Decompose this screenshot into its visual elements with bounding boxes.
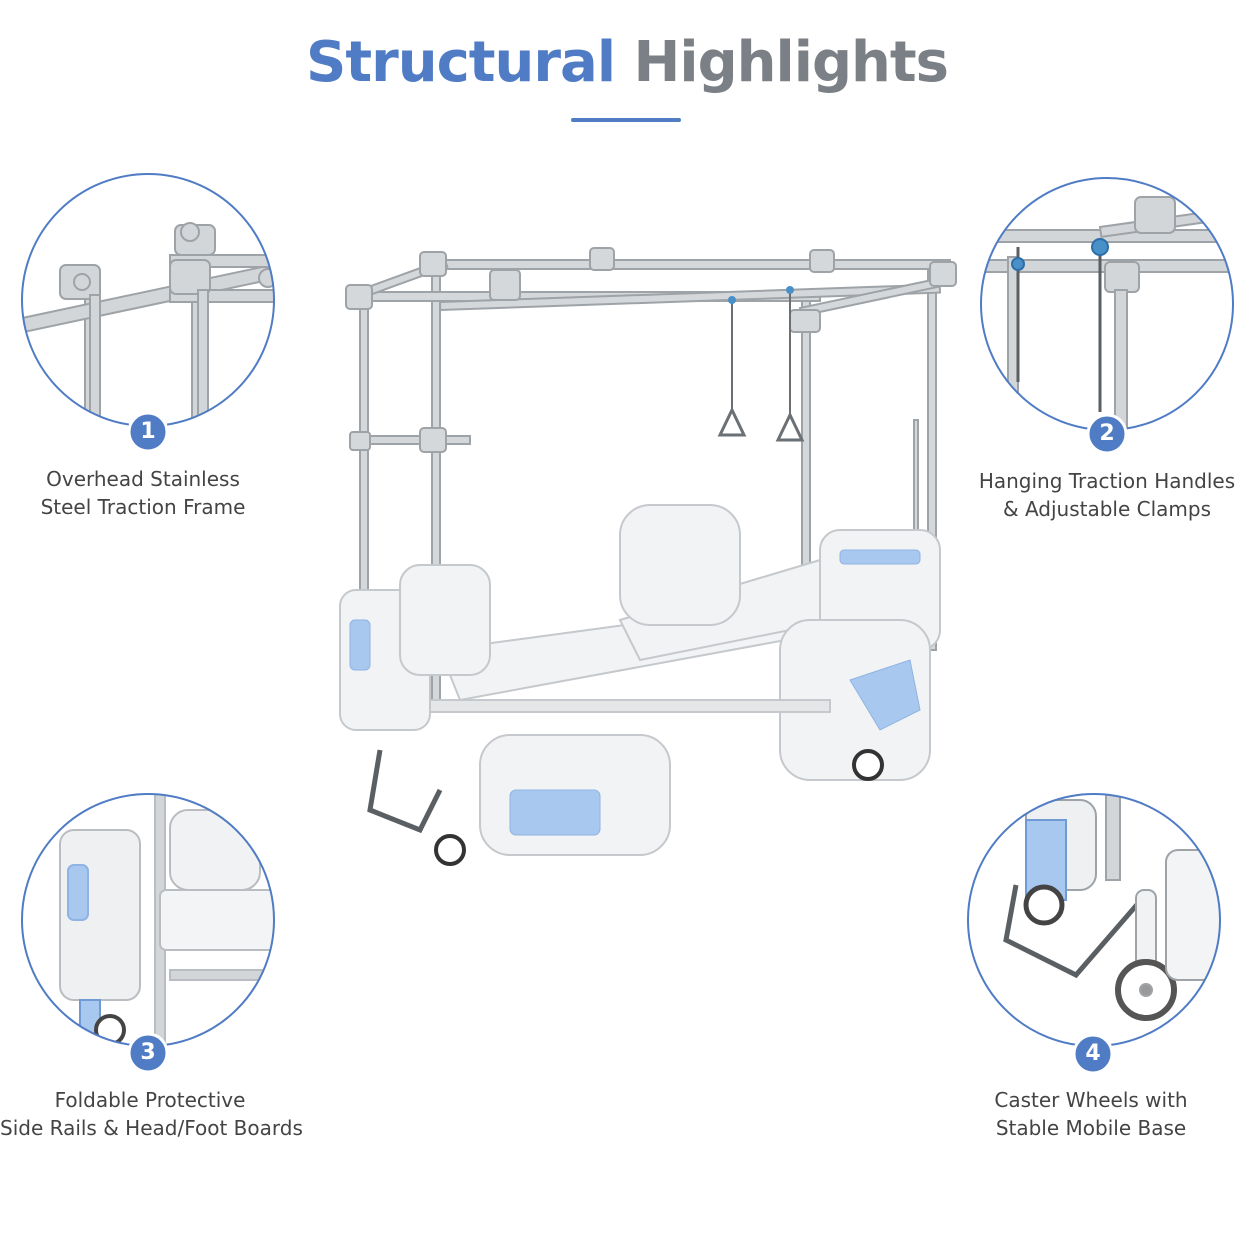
feature-3-line-1: Foldable Protective	[54, 1088, 246, 1112]
feature-callout-4: 4	[966, 790, 1226, 1080]
traction-handles-detail-image	[980, 177, 1234, 455]
side-rails-detail-image	[21, 793, 275, 1074]
feature-callout-3: 3	[20, 790, 280, 1080]
badge-number-4: 4	[1085, 1041, 1101, 1066]
badge-number-3: 3	[140, 1040, 156, 1065]
feature-caption-1: Overhead Stainless Steel Traction Frame	[0, 465, 286, 521]
title-part-2: Highlights	[633, 30, 949, 95]
badge-1	[127, 411, 169, 453]
traction-bed-main-image	[339, 247, 957, 866]
overhead-frame-detail-image	[21, 173, 275, 453]
feature-caption-4: Caster Wheels with Stable Mobile Base	[966, 1086, 1216, 1142]
feature-2-line-2: & Adjustable Clamps	[1002, 497, 1212, 521]
feature-4-line-1: Caster Wheels with	[994, 1088, 1188, 1112]
feature-2-line-1: Hanging Traction Handles	[978, 469, 1236, 493]
badge-3	[127, 1032, 169, 1074]
feature-1-line-2: Steel Traction Frame	[40, 495, 246, 519]
caster-wheels-detail-image	[967, 793, 1221, 1075]
feature-1-line-1: Overhead Stainless	[46, 467, 240, 491]
feature-4-line-2: Stable Mobile Base	[995, 1116, 1187, 1140]
feature-caption-3: Foldable Protective Side Rails & Head/Fo…	[0, 1086, 303, 1142]
badge-number-2: 2	[1099, 421, 1115, 446]
feature-callout-1: 1	[20, 170, 280, 460]
badge-2	[1086, 413, 1128, 455]
badge-number-1: 1	[140, 419, 156, 444]
title-underline	[571, 118, 681, 122]
feature-3-line-2: Side Rails & Head/Foot Boards	[0, 1116, 303, 1140]
feature-caption-2: Hanging Traction Handles & Adjustable Cl…	[968, 467, 1246, 523]
page-title: Structural Highlights	[0, 30, 1254, 95]
title-part-1: Structural	[306, 30, 616, 95]
feature-callout-2: 2	[980, 172, 1240, 462]
badge-4	[1072, 1033, 1114, 1075]
